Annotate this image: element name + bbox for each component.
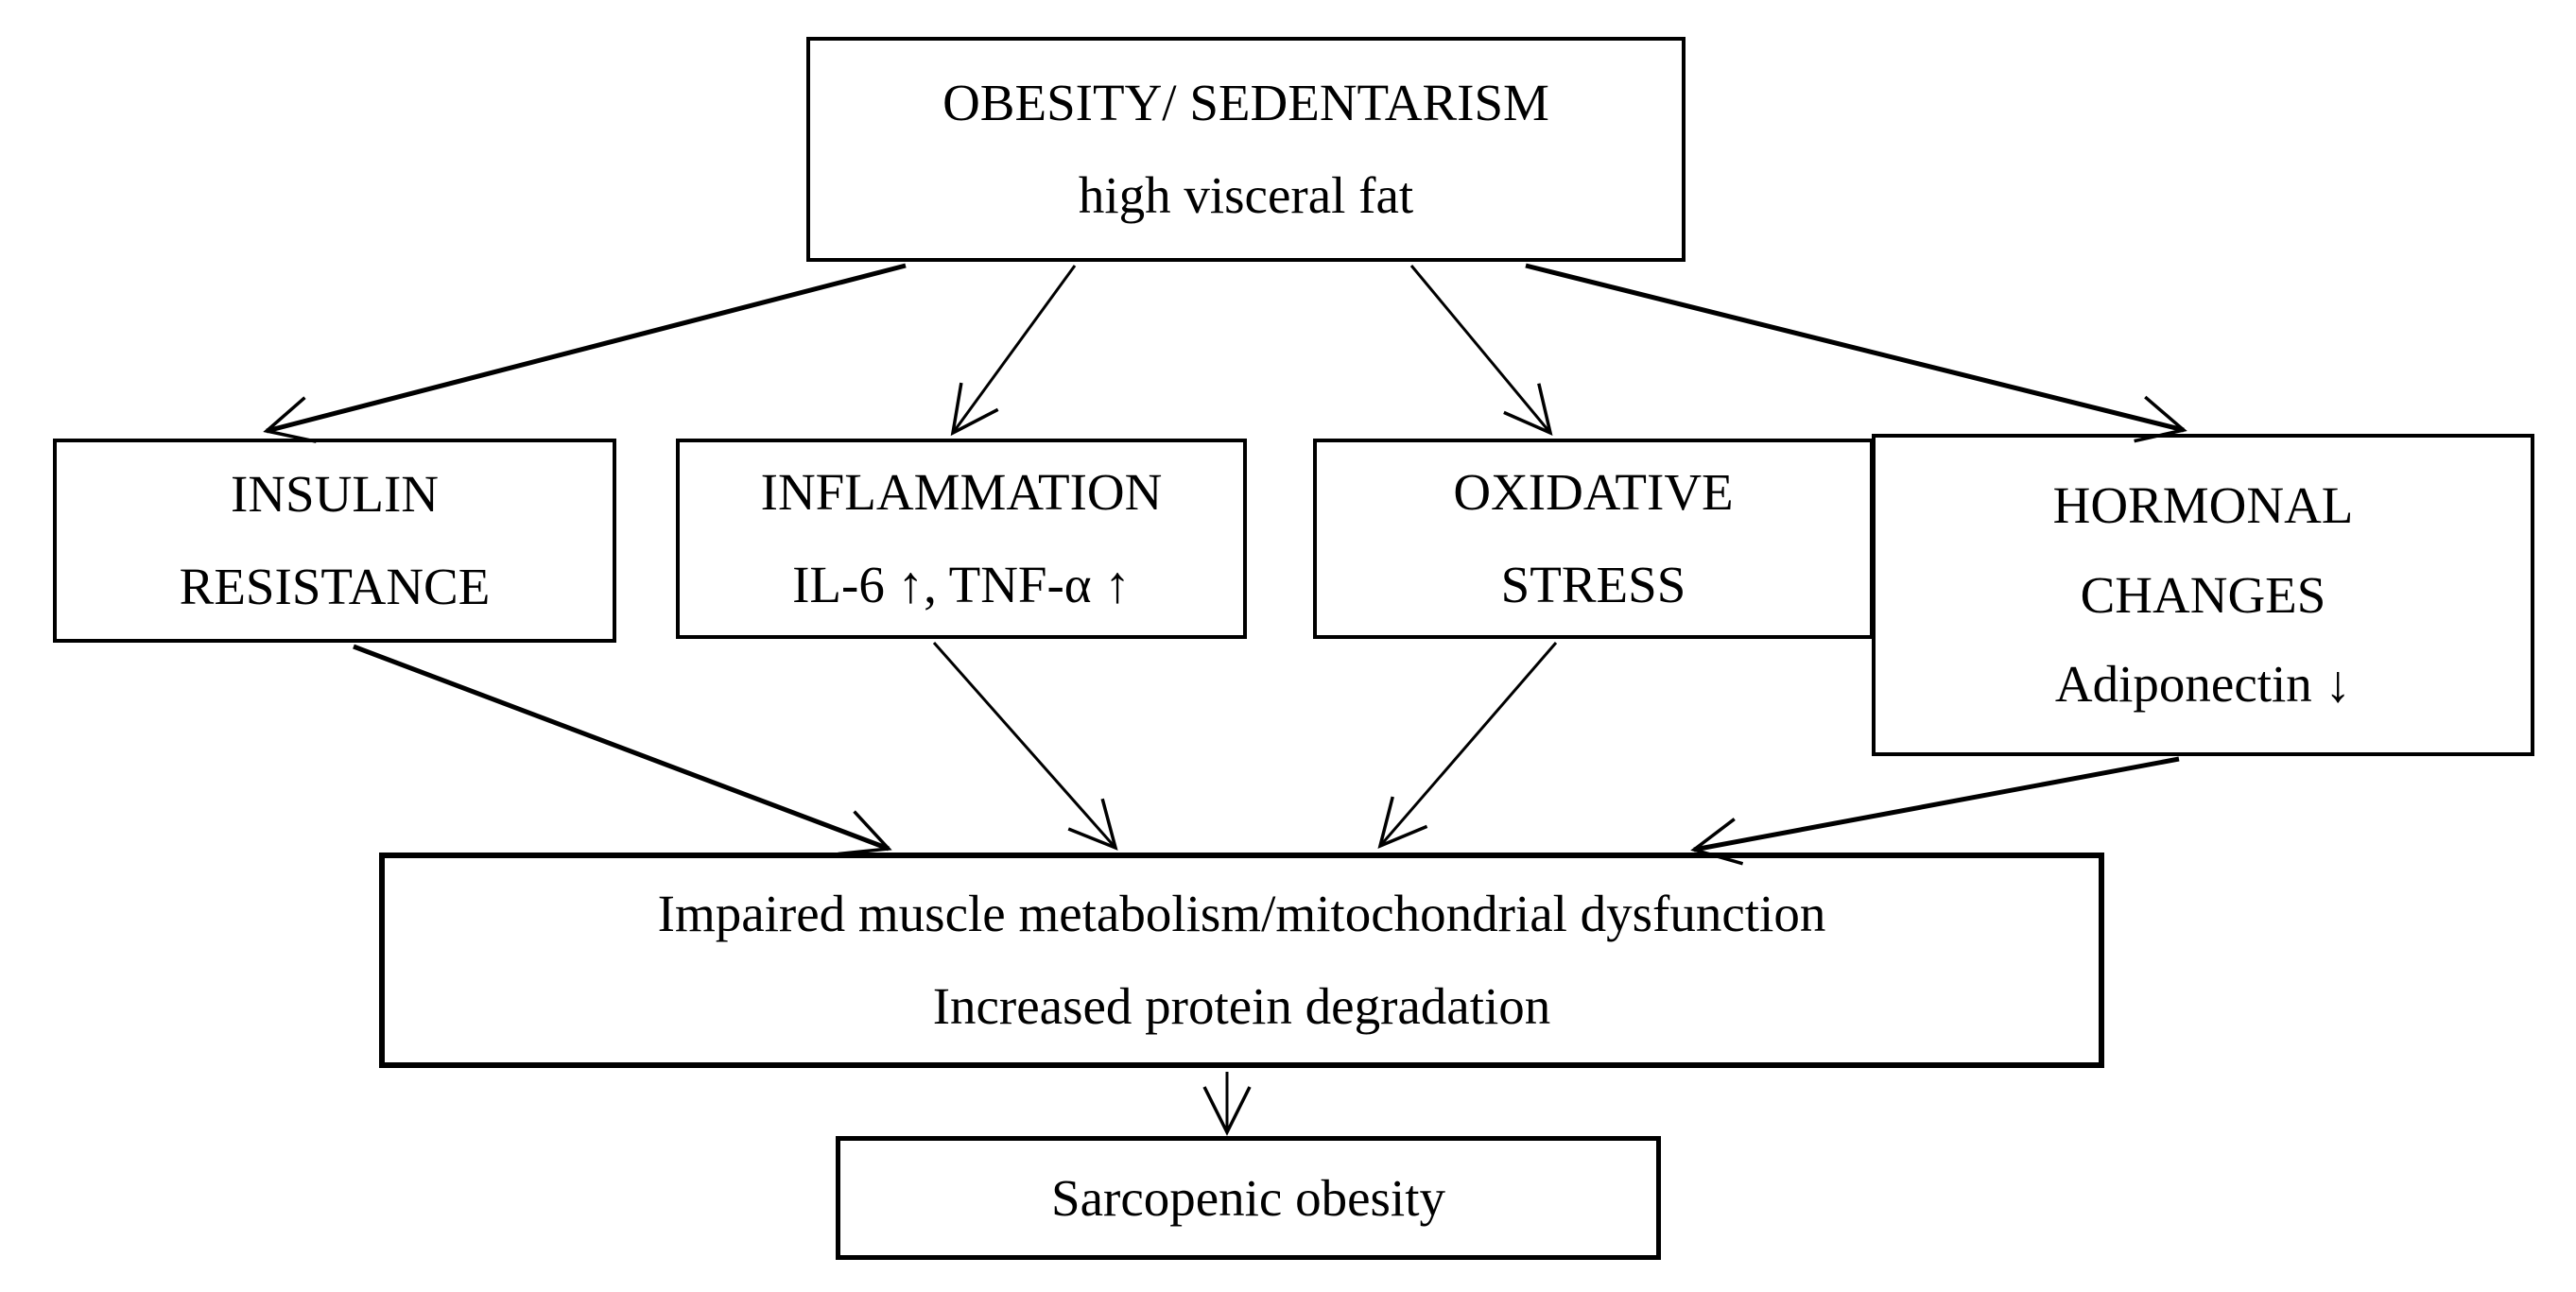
arrow-obesity-to-oxidative [1409,265,1553,437]
node-oxidative-stress: OXIDATIVE STRESS [1313,439,1874,639]
node-impaired-muscle-metabolism: Impaired muscle metabolism/mitochondrial… [379,853,2104,1068]
arrow-hormonal-to-impaired [1690,756,2180,866]
node-inflammation-title: INFLAMMATION [760,463,1163,522]
node-insulin-line1: INSULIN [231,465,439,524]
arrow-inflammation-to-impaired [932,642,1118,851]
node-insulin-resistance: INSULIN RESISTANCE [53,439,616,643]
arrow-obesity-to-insulin [263,263,907,443]
node-obesity-sedentarism: OBESITY/ SEDENTARISM high visceral fat [806,37,1686,262]
node-hormonal-changes: HORMONAL CHANGES Adiponectin ↓ [1872,434,2534,756]
node-impaired-line1: Impaired muscle metabolism/mitochondrial… [657,885,1826,943]
arrow-oxidative-to-impaired [1377,642,1558,849]
node-impaired-line2: Increased protein degradation [932,977,1551,1035]
arrow-insulin-to-impaired [353,644,892,856]
node-oxidative-line2: STRESS [1500,556,1686,613]
node-inflammation: INFLAMMATION IL-6 ↑, TNF-α ↑ [676,439,1247,639]
node-obesity-title: OBESITY/ SEDENTARISM [942,74,1549,132]
node-hormonal-line1: HORMONAL [2052,475,2354,534]
node-hormonal-line3: Adiponectin ↓ [2054,655,2352,714]
node-hormonal-line2: CHANGES [2080,565,2326,624]
node-oxidative-line1: OXIDATIVE [1453,463,1734,522]
arrow-obesity-to-hormonal [1525,263,2187,443]
node-inflammation-markers: IL-6 ↑, TNF-α ↑ [792,556,1131,613]
node-obesity-subtitle: high visceral fat [1078,166,1414,224]
node-insulin-line2: RESISTANCE [179,558,491,615]
node-sarcopenic-obesity: Sarcopenic obesity [836,1136,1661,1260]
arrow-obesity-to-inflammation [950,265,1077,437]
node-sarcopenic-line1: Sarcopenic obesity [1051,1168,1445,1227]
